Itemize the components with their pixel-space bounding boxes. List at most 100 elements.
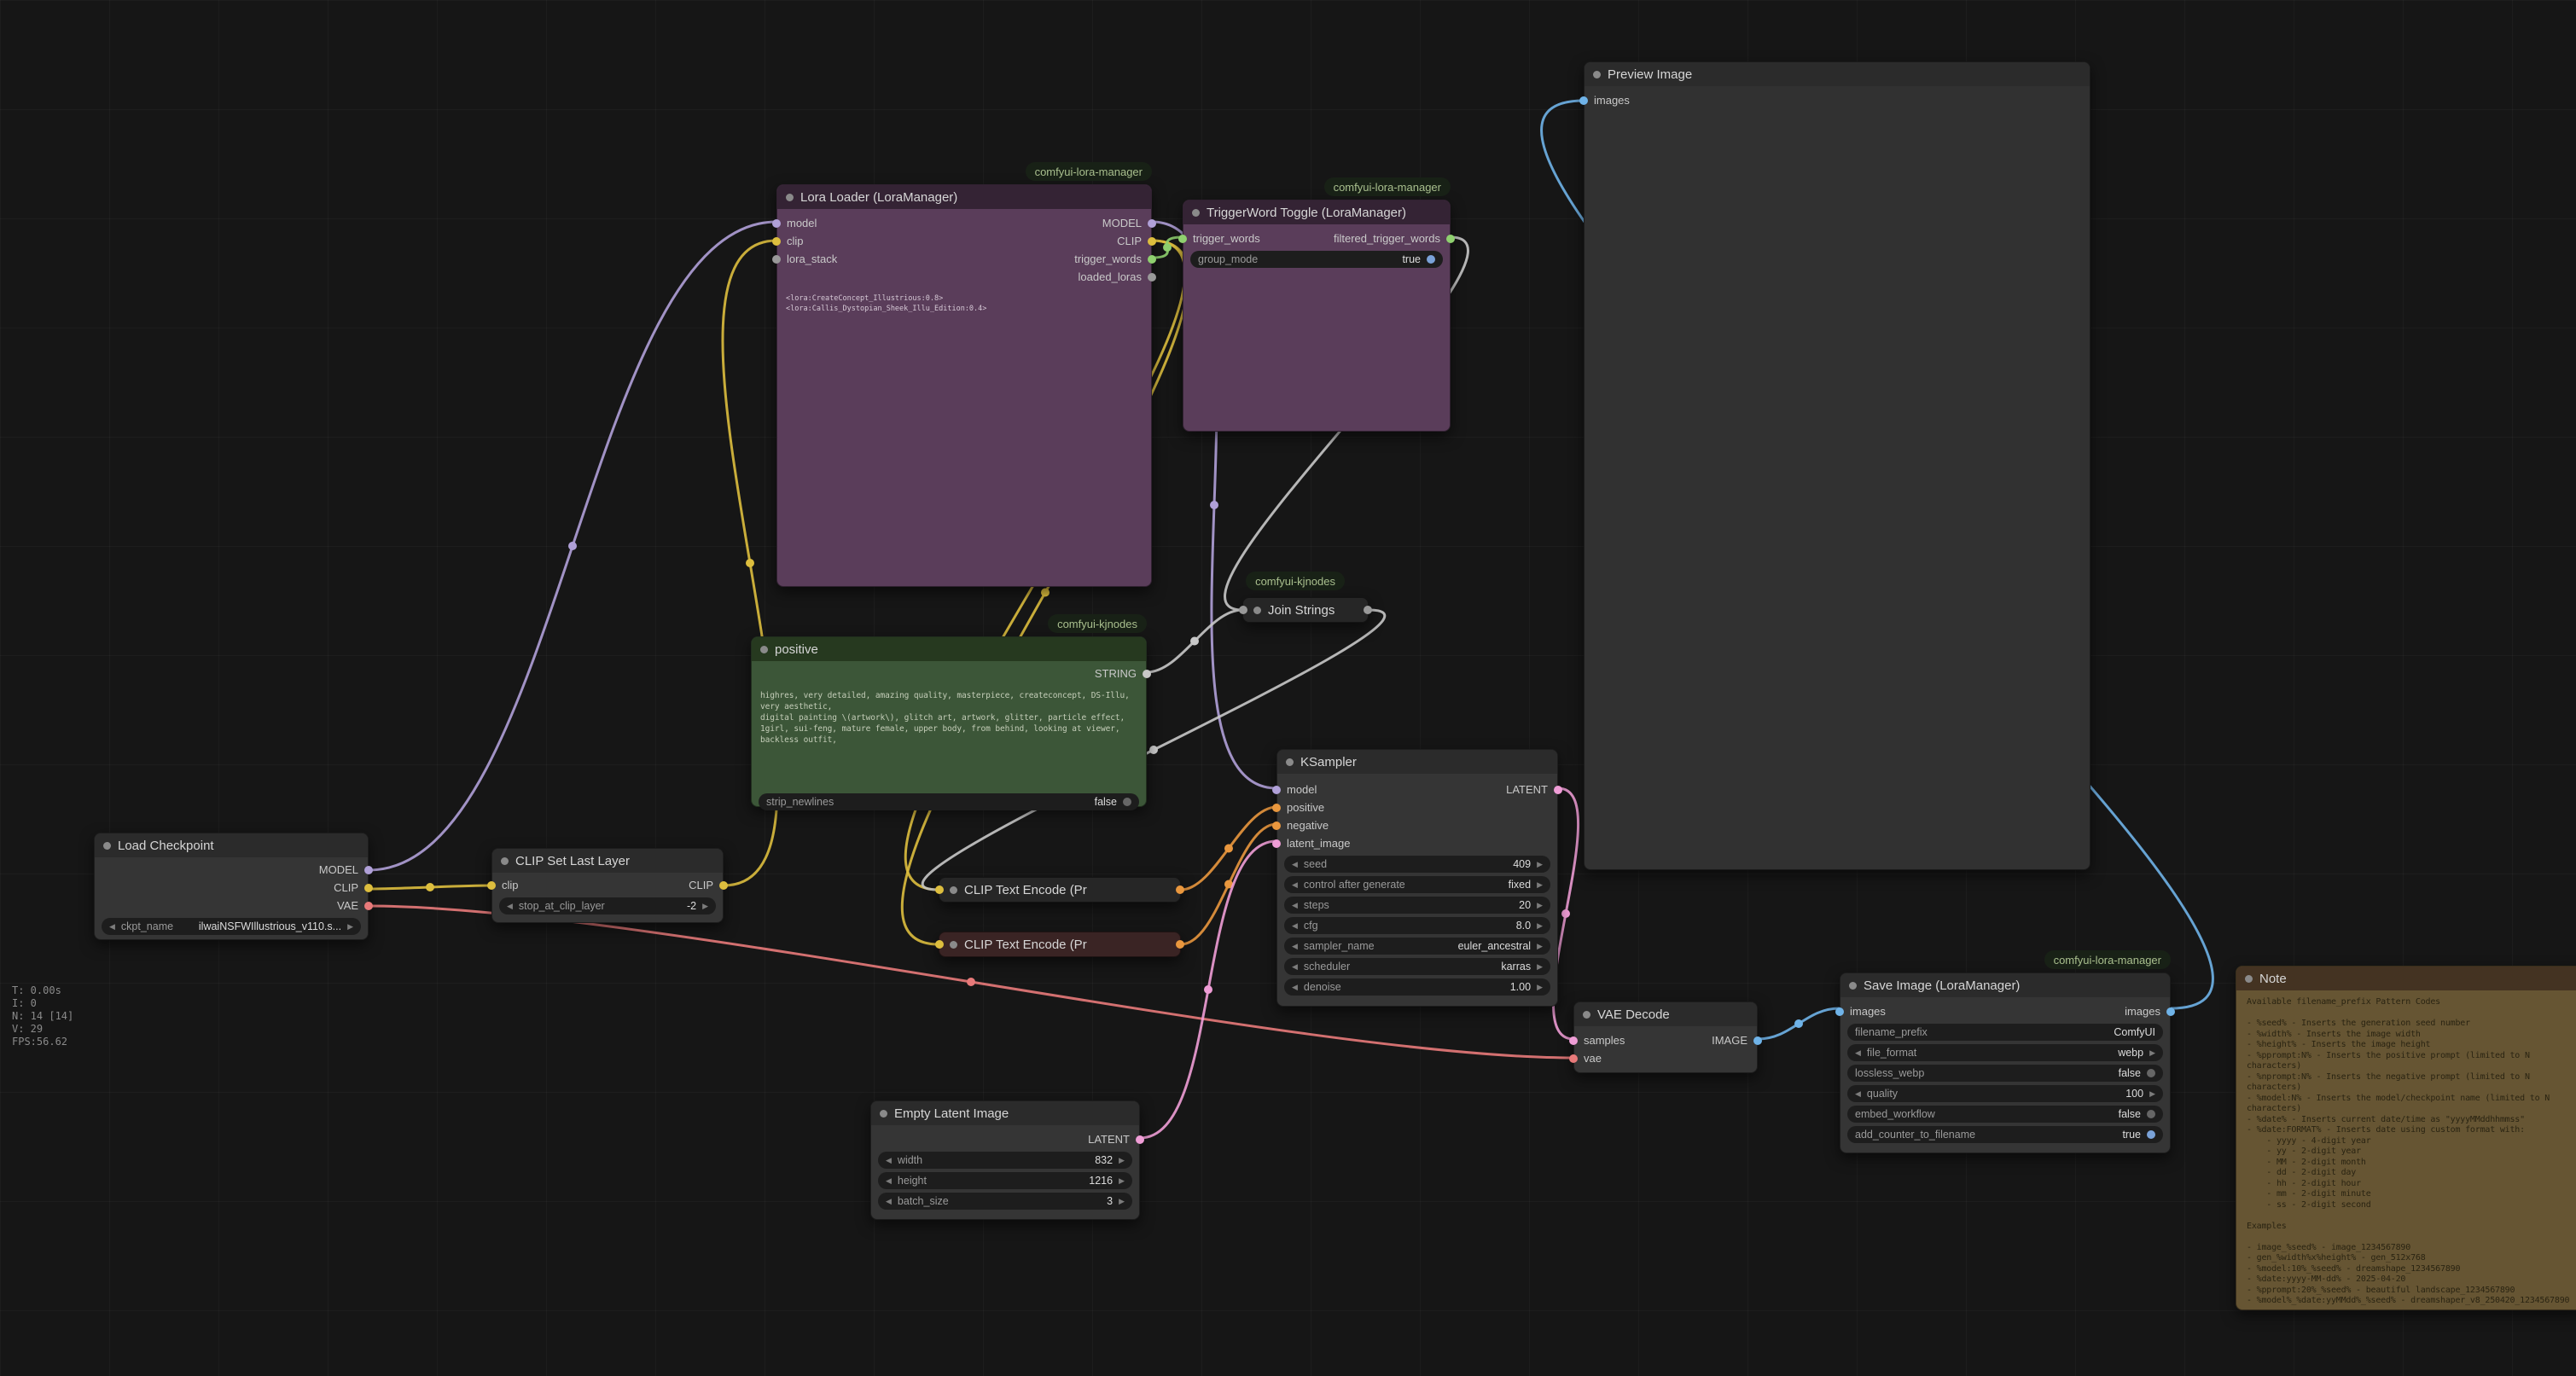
combo-left-arrow-icon[interactable] <box>109 922 115 932</box>
port-dot[interactable] <box>487 880 496 890</box>
port-dot[interactable] <box>364 883 373 892</box>
port-dot[interactable] <box>1569 1036 1578 1045</box>
toggle-dot[interactable] <box>2147 1110 2155 1118</box>
toggle-dot[interactable] <box>2147 1069 2155 1077</box>
output-port-clip[interactable]: CLIP <box>1117 235 1156 247</box>
port-dot[interactable] <box>2166 1007 2175 1016</box>
collapse-dot-icon[interactable] <box>950 885 957 894</box>
wire-midpoint-dot[interactable] <box>1561 909 1570 918</box>
widget-seed[interactable]: seed 409 <box>1284 856 1550 873</box>
collapsed-output-dot[interactable] <box>1176 885 1184 894</box>
wire-midpoint-dot[interactable] <box>1204 985 1212 994</box>
widget-denoise[interactable]: denoise 1.00 <box>1284 978 1550 996</box>
toggle-dot[interactable] <box>1123 798 1131 806</box>
node-clip-text-encode-negative[interactable]: CLIP Text Encode (Pr <box>935 932 1184 957</box>
port-dot[interactable] <box>1272 839 1281 848</box>
wire-midpoint-dot[interactable] <box>746 559 754 567</box>
increment-arrow-icon[interactable] <box>1537 921 1543 931</box>
increment-arrow-icon[interactable] <box>702 902 708 911</box>
combo-right-arrow-icon[interactable] <box>1537 942 1543 951</box>
input-port-model[interactable]: model <box>772 217 817 229</box>
port-dot[interactable] <box>1148 236 1156 246</box>
wire-midpoint-dot[interactable] <box>568 542 577 550</box>
collapsed-input-dot[interactable] <box>1239 606 1247 614</box>
input-port-vae[interactable]: vae <box>1569 1052 1602 1065</box>
widget-lossless-webp[interactable]: lossless_webp false <box>1847 1065 2163 1082</box>
prompt-textarea[interactable]: highres, very detailed, amazing quality,… <box>760 691 1130 745</box>
node-header[interactable]: Empty Latent Image <box>871 1101 1139 1125</box>
node-header[interactable]: Lora Loader (LoraManager) <box>777 185 1151 209</box>
node-ksampler[interactable]: KSampler model LATENT positive <box>1272 749 1562 1007</box>
collapse-dot-icon[interactable] <box>1286 758 1294 766</box>
collapse-dot-icon[interactable] <box>880 1109 887 1118</box>
widget-strip-newlines[interactable]: strip_newlines false <box>759 793 1139 810</box>
node-load-checkpoint[interactable]: Load Checkpoint MODEL CLIP VAE <box>94 833 373 940</box>
wire-midpoint-dot[interactable] <box>1041 588 1050 597</box>
widget-embed-workflow[interactable]: embed_workflow false <box>1847 1106 2163 1123</box>
port-dot[interactable] <box>719 880 728 890</box>
output-port-string[interactable]: STRING <box>1095 667 1151 680</box>
decrement-arrow-icon[interactable] <box>886 1176 892 1186</box>
combo-right-arrow-icon[interactable] <box>2149 1048 2155 1058</box>
decrement-arrow-icon[interactable] <box>1292 921 1298 931</box>
decrement-arrow-icon[interactable] <box>1292 901 1298 910</box>
output-port-filtered-trigger-words[interactable]: filtered_trigger_words <box>1334 232 1455 245</box>
port-dot[interactable] <box>1272 785 1281 794</box>
combo-right-arrow-icon[interactable] <box>1537 880 1543 890</box>
port-dot[interactable] <box>1272 821 1281 830</box>
port-dot[interactable] <box>1178 234 1187 243</box>
output-port-images[interactable]: images <box>2125 1005 2175 1018</box>
node-header[interactable]: KSampler <box>1277 750 1557 774</box>
port-dot[interactable] <box>364 865 373 874</box>
port-dot[interactable] <box>1148 272 1156 282</box>
port-dot[interactable] <box>1554 785 1562 794</box>
port-dot[interactable] <box>772 218 781 228</box>
port-dot[interactable] <box>1143 669 1151 678</box>
node-header[interactable]: VAE Decode <box>1574 1002 1757 1026</box>
increment-arrow-icon[interactable] <box>1119 1156 1125 1165</box>
wire-midpoint-dot[interactable] <box>1149 746 1158 754</box>
collapse-dot-icon[interactable] <box>760 645 768 653</box>
output-port-clip[interactable]: CLIP <box>334 881 373 894</box>
node-header[interactable]: CLIP Set Last Layer <box>492 849 723 873</box>
port-dot[interactable] <box>1579 96 1588 105</box>
widget-height[interactable]: height 1216 <box>878 1172 1132 1189</box>
collapse-dot-icon[interactable] <box>1849 981 1857 990</box>
port-dot[interactable] <box>1446 234 1455 243</box>
node-clip-set-last-layer[interactable]: CLIP Set Last Layer clip CLIP stop_at_cl… <box>487 848 728 923</box>
wire-midpoint-dot[interactable] <box>1794 1019 1803 1028</box>
input-port-trigger-words[interactable]: trigger_words <box>1178 232 1260 245</box>
output-port-loaded-loras[interactable]: loaded_loras <box>1079 270 1156 283</box>
toggle-dot[interactable] <box>1427 255 1435 264</box>
node-save-image[interactable]: Save Image (LoraManager) images images f… <box>1835 972 2175 1153</box>
widget-add-counter-to-filename[interactable]: add_counter_to_filename true <box>1847 1126 2163 1143</box>
node-header[interactable]: Preview Image <box>1585 62 2090 86</box>
combo-left-arrow-icon[interactable] <box>1855 1048 1861 1058</box>
widget-group-mode[interactable]: group_mode true <box>1190 251 1443 268</box>
wire-midpoint-dot[interactable] <box>1224 844 1233 853</box>
node-preview-image[interactable]: Preview Image images <box>1579 61 2090 870</box>
collapse-dot-icon[interactable] <box>1593 70 1601 78</box>
output-port-image[interactable]: IMAGE <box>1712 1034 1762 1047</box>
collapse-dot-icon[interactable] <box>1253 606 1261 614</box>
node-note[interactable]: Note Available filename_prefix Pattern C… <box>2236 966 2576 1310</box>
node-empty-latent-image[interactable]: Empty Latent Image LATENT width 832 heig… <box>870 1100 1144 1220</box>
port-dot[interactable] <box>772 236 781 246</box>
collapse-dot-icon[interactable] <box>1583 1010 1590 1019</box>
input-port-negative[interactable]: negative <box>1272 819 1329 832</box>
node-header[interactable]: Load Checkpoint <box>95 833 368 857</box>
collapse-dot-icon[interactable] <box>950 940 957 949</box>
output-port-model[interactable]: MODEL <box>1102 217 1156 229</box>
input-port-samples[interactable]: samples <box>1569 1034 1625 1047</box>
output-port-model[interactable]: MODEL <box>319 863 373 876</box>
collapse-dot-icon[interactable] <box>103 841 111 850</box>
increment-arrow-icon[interactable] <box>2149 1089 2155 1099</box>
node-header[interactable]: Save Image (LoraManager) <box>1840 973 2170 997</box>
node-clip-text-encode-positive[interactable]: CLIP Text Encode (Pr <box>935 877 1184 903</box>
widget-filename-prefix[interactable]: filename_prefix ComfyUI <box>1847 1024 2163 1041</box>
port-dot[interactable] <box>1569 1054 1578 1063</box>
collapsed-input-dot[interactable] <box>935 885 944 894</box>
increment-arrow-icon[interactable] <box>1537 860 1543 869</box>
widget-ckpt-name[interactable]: ckpt_name ilwaiNSFWIllustrious_v110.s... <box>102 918 361 935</box>
